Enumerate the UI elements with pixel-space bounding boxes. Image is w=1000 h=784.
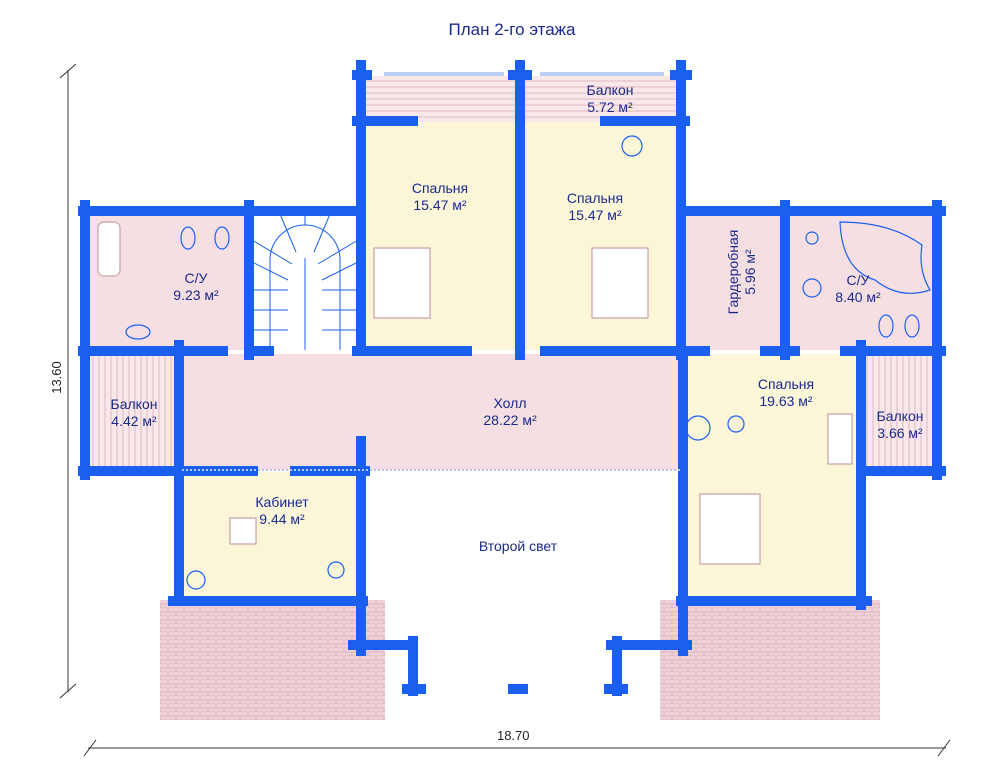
wardrobe [686, 214, 784, 350]
hall [182, 354, 682, 470]
terrace-left [160, 600, 385, 720]
stair-steps [251, 213, 359, 350]
plan-title: План 2-го этажа [448, 20, 576, 39]
walls [78, 60, 946, 696]
dimension-lines [59, 63, 951, 757]
terrace-right [660, 600, 880, 720]
furniture [97, 221, 853, 565]
width-dimension: 18.70 [497, 728, 530, 743]
height-dimension: 13.60 [48, 361, 64, 394]
balcony-left [84, 354, 180, 468]
study [182, 472, 358, 598]
room-second-light: Второй свет [478, 538, 558, 554]
fixtures [125, 135, 931, 590]
balcony-right [862, 354, 938, 468]
bathroom-right [788, 214, 938, 350]
